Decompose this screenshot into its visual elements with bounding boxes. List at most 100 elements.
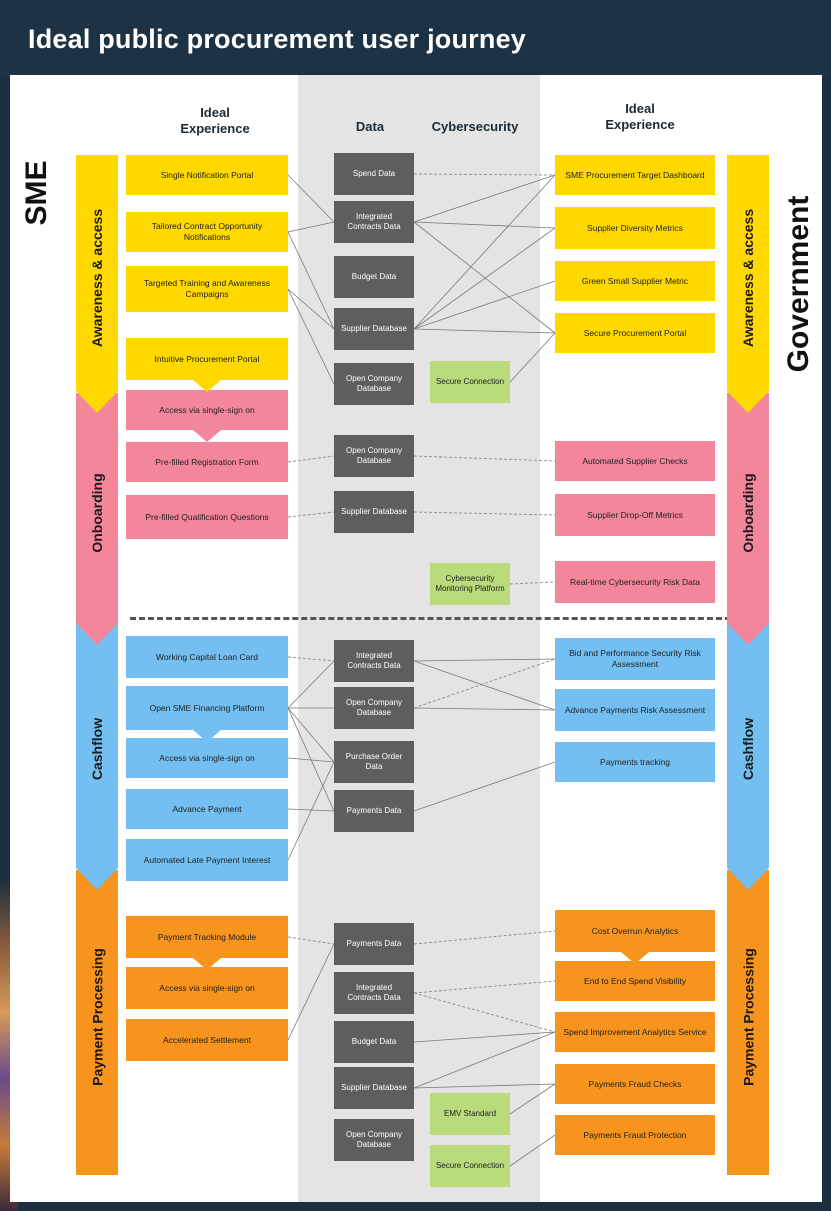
connector-line (287, 660, 335, 709)
sme-item: Accelerated Settlement (126, 1019, 288, 1061)
left-phase-label: Onboarding (89, 473, 105, 553)
data-item: Payments Data (334, 923, 414, 965)
right-phase-awareness: Awareness & access (727, 155, 769, 413)
sme-item: Working Capital Loan Card (126, 636, 288, 678)
left-phase-label: Cashflow (89, 717, 105, 781)
sme-item: Targeted Training and Awareness Campaign… (126, 266, 288, 312)
sme-item: Single Notification Portal (126, 155, 288, 195)
header-cyber-text: Cybersecurity (431, 119, 519, 134)
data-item: Open Company Database (334, 435, 414, 477)
data-item: Open Company Database (334, 687, 414, 729)
sme-item: Access via single-sign on (126, 738, 288, 778)
left-margin (10, 75, 70, 1202)
connector-line (413, 328, 556, 334)
connector-line (287, 707, 335, 763)
right-phase-label: Awareness & access (740, 208, 756, 348)
gov-item: Bid and Performance Security Risk Assess… (555, 638, 715, 680)
cyber-item: Cybersecurity Monitoring Platform (430, 563, 510, 605)
connector-line (413, 980, 556, 994)
sme-item: Access via single-sign on (126, 967, 288, 1009)
connector-line (287, 761, 335, 861)
gov-item: Payments tracking (555, 742, 715, 782)
connector-line (413, 930, 556, 945)
right-phase-label: Cashflow (740, 717, 756, 781)
gov-item: Automated Supplier Checks (555, 441, 715, 481)
data-item: Spend Data (334, 153, 414, 195)
left-phase-label: Awareness & access (89, 208, 105, 348)
header-left-experience: Ideal Experience (130, 105, 300, 137)
header-data-text: Data (355, 119, 385, 134)
left-phase-payment: Payment Processing (76, 870, 118, 1175)
connector-line (413, 658, 556, 709)
connector-line (413, 280, 556, 330)
gov-item: SME Procurement Target Dashboard (555, 155, 715, 195)
cyber-item: Secure Connection (430, 361, 510, 403)
gov-item: Supplier Drop-Off Metrics (555, 494, 715, 536)
connector-line (287, 707, 335, 812)
header-left-text: Ideal Experience (180, 105, 250, 136)
connector-line (413, 1031, 556, 1043)
flow-arrow-notch (193, 380, 221, 392)
data-item: Budget Data (334, 1021, 414, 1063)
data-item: Open Company Database (334, 363, 414, 405)
title-bar: Ideal public procurement user journey (0, 0, 831, 75)
flow-arrow-notch (621, 952, 649, 964)
connector-line (509, 1134, 556, 1167)
left-phase-awareness: Awareness & access (76, 155, 118, 413)
sme-item: Open SME Financing Platform (126, 686, 288, 730)
gov-item: Advance Payments Risk Assessment (555, 689, 715, 731)
cyber-item: Secure Connection (430, 1145, 510, 1187)
connector-line (287, 936, 335, 945)
flow-arrow-notch (193, 730, 221, 742)
sme-item: Automated Late Payment Interest (126, 839, 288, 881)
connector-line (413, 1031, 556, 1089)
connector-line (413, 173, 556, 176)
sme-item: Advance Payment (126, 789, 288, 829)
connector-line (509, 332, 556, 383)
sme-item: Payment Tracking Module (126, 916, 288, 958)
flow-arrow-notch (193, 958, 221, 970)
data-item: Purchase Order Data (334, 741, 414, 783)
data-item: Open Company Database (334, 1119, 414, 1161)
cyber-item: EMV Standard (430, 1093, 510, 1135)
divider-dashed (130, 617, 740, 620)
right-phase-label: Onboarding (740, 473, 756, 553)
connector-line (413, 1083, 556, 1089)
right-phase-cashflow: Cashflow (727, 620, 769, 890)
connector-line (413, 174, 556, 223)
connector-line (413, 511, 556, 516)
right-phase-label: Payment Processing (740, 947, 756, 1086)
connector-line (413, 660, 556, 711)
connector-line (287, 231, 335, 330)
header-right-experience: Ideal Experience (550, 101, 730, 133)
gov-item: Payments Fraud Protection (555, 1115, 715, 1155)
flow-arrow-notch (193, 430, 221, 442)
data-item: Budget Data (334, 256, 414, 298)
data-item: Payments Data (334, 790, 414, 832)
gov-item: Supplier Diversity Metrics (555, 207, 715, 249)
right-phase-payment: Payment Processing (727, 870, 769, 1175)
sme-item: Access via single-sign on (126, 390, 288, 430)
connector-line (287, 656, 335, 662)
header-data: Data (330, 119, 410, 135)
connector-line (413, 658, 556, 662)
gov-item: Spend Improvement Analytics Service (555, 1012, 715, 1052)
gov-item: Cost Overrun Analytics (555, 910, 715, 952)
connector-line (287, 221, 335, 233)
connector-line (413, 227, 556, 330)
header-right-text: Ideal Experience (605, 101, 675, 132)
right-phase-onboarding: Onboarding (727, 393, 769, 645)
connector-line (287, 757, 335, 763)
data-item: Integrated Contracts Data (334, 201, 414, 243)
diagram-canvas: Ideal Experience Data Cybersecurity Idea… (10, 75, 822, 1202)
connector-line (287, 455, 335, 463)
data-item: Integrated Contracts Data (334, 640, 414, 682)
connector-line (509, 1083, 556, 1115)
sme-item: Pre-filled Qualification Questions (126, 495, 288, 539)
connector-line (287, 174, 335, 223)
connector-line (287, 288, 335, 385)
connector-line (413, 992, 556, 1033)
gov-item: End to End Spend Visibility (555, 961, 715, 1001)
data-item: Supplier Database (334, 308, 414, 350)
connector-line (287, 808, 335, 812)
